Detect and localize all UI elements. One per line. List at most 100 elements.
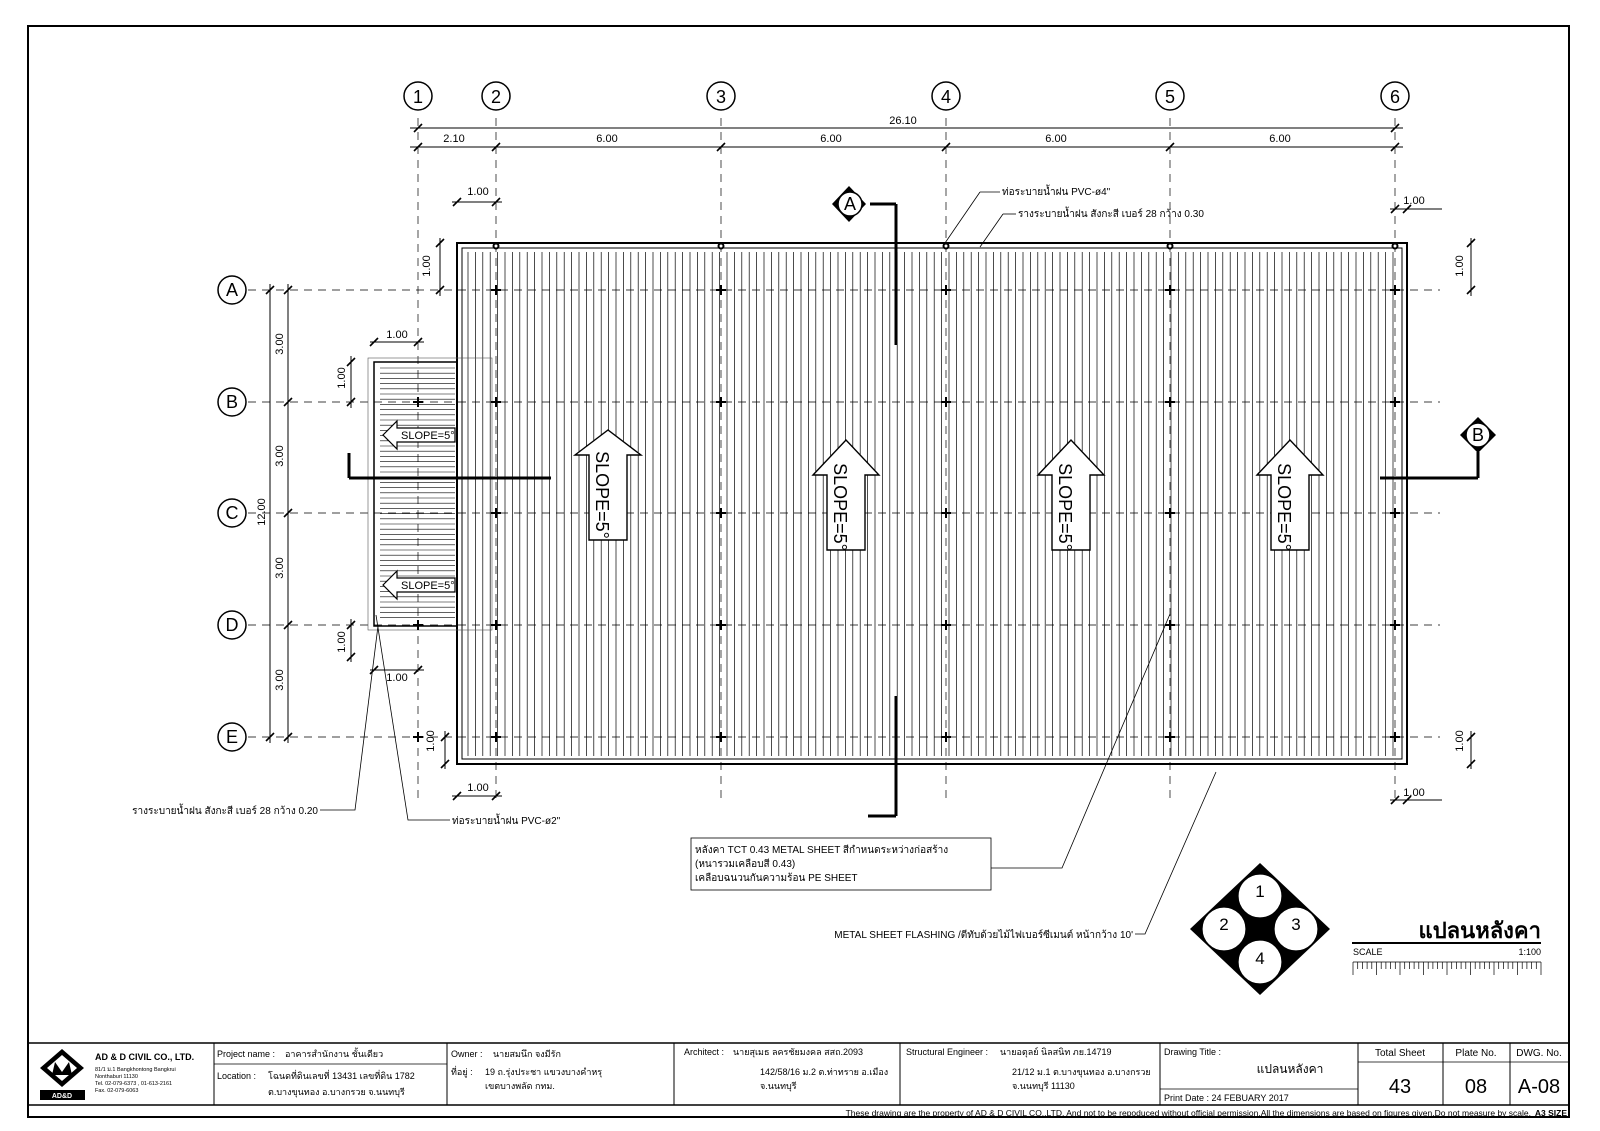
overhang-dim-top-right: 1.00 [1403,195,1424,207]
grid-label-row-D: D [226,615,239,635]
svg-text:ท่อระบายน้ำฝน PVC-ø4": ท่อระบายน้ำฝน PVC-ø4" [1002,184,1111,198]
overhang-dim-right-top: 1.00 [1454,255,1466,276]
span-dim-4: 6.00 [1045,133,1066,145]
svg-text:4: 4 [1255,949,1264,968]
svg-text:SLOPE=5°: SLOPE=5° [1055,463,1075,551]
company-name: AD & D CIVIL CO., LTD. [95,1052,194,1062]
grid-bubble-col-2 [481,81,511,111]
svg-text:SLOPE=5°: SLOPE=5° [401,430,455,442]
drawing-title-label: Drawing Title : [1164,1047,1221,1057]
footer-note: These drawing are the property of AD & D… [846,1108,1531,1118]
grid-label-col-5: 5 [1165,87,1175,107]
project-label: Project name : [217,1049,275,1059]
row-dim-4: 3.00 [274,669,286,690]
span-dim-2: 6.00 [596,133,617,145]
canopy-dim-top: 1.00 [386,329,407,341]
side-slope-arrow-top: SLOPE=5° [382,419,456,451]
architect-addr2: จ.นนทบุรี [760,1081,797,1092]
logo-text: AD&D [52,1093,72,1100]
architect-value: นายสุเมธ ลครชัยมงคล สสถ.2093 [733,1047,863,1058]
dimension-lines [265,123,1476,805]
svg-text:SLOPE=5°: SLOPE=5° [592,451,612,539]
grid-label-row-B: B [226,392,238,412]
company-addr1: 81/1 ม.1 Bangkhontong Bangkrui [95,1067,176,1073]
grid-bubble-col-1 [403,81,433,111]
column-marks [413,242,1400,742]
side-slope-arrow-bottom: SLOPE=5° [382,569,456,601]
grid-bubble-row-D [217,610,247,640]
company-tel: Tel. 02-079-6373 , 01-613-2161 [95,1081,172,1087]
svg-text:เคลือบฉนวนกันความร้อน PE SHEET: เคลือบฉนวนกันความร้อน PE SHEET [695,872,858,884]
section-a-marker: A [832,186,898,818]
gutter-outline [461,247,1403,760]
grid-bubble-col-5 [1155,81,1185,111]
location-label: Location : [217,1071,256,1081]
svg-text:1: 1 [1255,882,1264,901]
span-dim-3: 6.00 [820,133,841,145]
location-line1: โฉนดที่ดินเลขที่ 13431 เลขที่ดิน 1782 [268,1069,415,1081]
svg-text:ท่อระบายน้ำฝน PVC-ø2": ท่อระบายน้ำฝน PVC-ø2" [452,813,561,827]
drawing-title-value: แปลนหลังคา [1257,1062,1324,1076]
svg-text:SLOPE=5°: SLOPE=5° [401,580,455,592]
svg-text:3: 3 [1291,915,1300,934]
engineer-label: Structural Engineer : [906,1047,988,1057]
grid-bubble-row-E [217,722,247,752]
company-addr2: Nonthaburi 11130 [95,1074,138,1080]
grid-label-row-A: A [226,280,238,300]
svg-text:รางระบายน้ำฝน สังกะสี เบอร์ 28: รางระบายน้ำฝน สังกะสี เบอร์ 28 กว้าง 0.2… [132,803,318,817]
scale-value: 1:100 [1518,947,1541,957]
grid-label-col-1: 1 [413,87,423,107]
canopy-dim-left-top: 1.00 [336,367,348,388]
note-roof-sheet: หลังคา TCT 0.43 METAL SHEET สีกำหนดระหว่… [690,613,1171,891]
section-b-marker: B [347,417,1496,480]
svg-text:B: B [1472,425,1484,445]
side-canopy-edge [367,357,493,631]
svg-text:METAL SHEET FLASHING /ตีทับด้ว: METAL SHEET FLASHING /ตีทับด้วยไม้ไฟเบอร… [834,929,1133,941]
print-date: Print Date : 24 FEBUARY 2017 [1164,1093,1289,1103]
architect-addr1: 142/58/16 ม.2 ต.ท่าทราย อ.เมือง [760,1067,888,1077]
svg-text:รางระบายน้ำฝน สังกะสี เบอร์ 28: รางระบายน้ำฝน สังกะสี เบอร์ 28 กว้าง 0.3… [1018,206,1204,220]
project-value: อาคารสำนักงาน ชั้นเดียว [285,1047,383,1059]
grid-label-col-4: 4 [941,87,951,107]
overall-height-dim: 12.00 [256,498,268,526]
canopy-dim-bottom: 1.00 [386,672,407,684]
grid-bubble-row-C [217,498,247,528]
sheet-size: A3 SIZE [1535,1108,1567,1118]
grid-bubble-row-A [217,275,247,305]
engineer-addr1: 21/12 ม.1 ต.บางขุนทอง อ.บางกรวย [1012,1067,1151,1078]
overhang-dim-right-bottom: 1.00 [1454,730,1466,751]
row-dim-2: 3.00 [274,445,286,466]
svg-text:SLOPE=5°: SLOPE=5° [1274,463,1294,551]
svg-text:หลังคา TCT 0.43 METAL SHEET สี: หลังคา TCT 0.43 METAL SHEET สีกำหนดระหว่… [695,844,948,856]
grid-lines [248,118,1440,800]
plan-title: แปลนหลังคา [1419,918,1541,943]
scale-label: SCALE [1353,947,1383,957]
note-gutter-020: รางระบายน้ำฝน สังกะสี เบอร์ 28 กว้าง 0.2… [132,625,379,817]
total-sheet-label: Total Sheet [1375,1048,1425,1059]
sheet-border [27,25,1570,1118]
svg-text:2: 2 [1219,915,1228,934]
overhang-dim-left-top: 1.00 [421,255,433,276]
grid-label-row-C: C [226,503,239,523]
grid-bubble-col-3 [706,81,736,111]
span-dim-1: 2.10 [443,133,464,145]
company-fax: Fax. 02-079-6063 [95,1088,138,1094]
grid-label-col-2: 2 [491,87,501,107]
overhang-dim-left-bottom: 1.00 [425,730,437,751]
note-gutter-030: รางระบายน้ำฝน สังกะสี เบอร์ 28 กว้าง 0.3… [979,206,1204,248]
note-flashing: METAL SHEET FLASHING /ตีทับด้วยไม้ไฟเบอร… [834,771,1217,941]
title-block: AD&D AD & D CIVIL CO., LTD. 81/1 ม.1 Ban… [27,1042,1570,1106]
owner-addr1: 19 ถ.รุ่งประชา แขวงบางคำหรุ [485,1067,602,1078]
owner-value: นายสมนึก จงมีรัก [493,1049,561,1059]
grid-bubble-col-6 [1380,81,1410,111]
overhang-dim-bottom-left: 1.00 [467,782,488,794]
canopy-dim-left-bottom: 1.00 [336,631,348,652]
architect-label: Architect : [684,1047,724,1057]
overhang-dim-top-left: 1.00 [467,186,488,198]
span-dim-5: 6.00 [1269,133,1290,145]
engineer-addr2: จ.นนทบุรี 11130 [1012,1081,1075,1092]
location-line2: ต.บางขุนทอง อ.บางกรวย จ.นนทบุรี [268,1087,405,1098]
overall-width-dim: 26.10 [889,115,917,127]
row-dim-1: 3.00 [274,333,286,354]
